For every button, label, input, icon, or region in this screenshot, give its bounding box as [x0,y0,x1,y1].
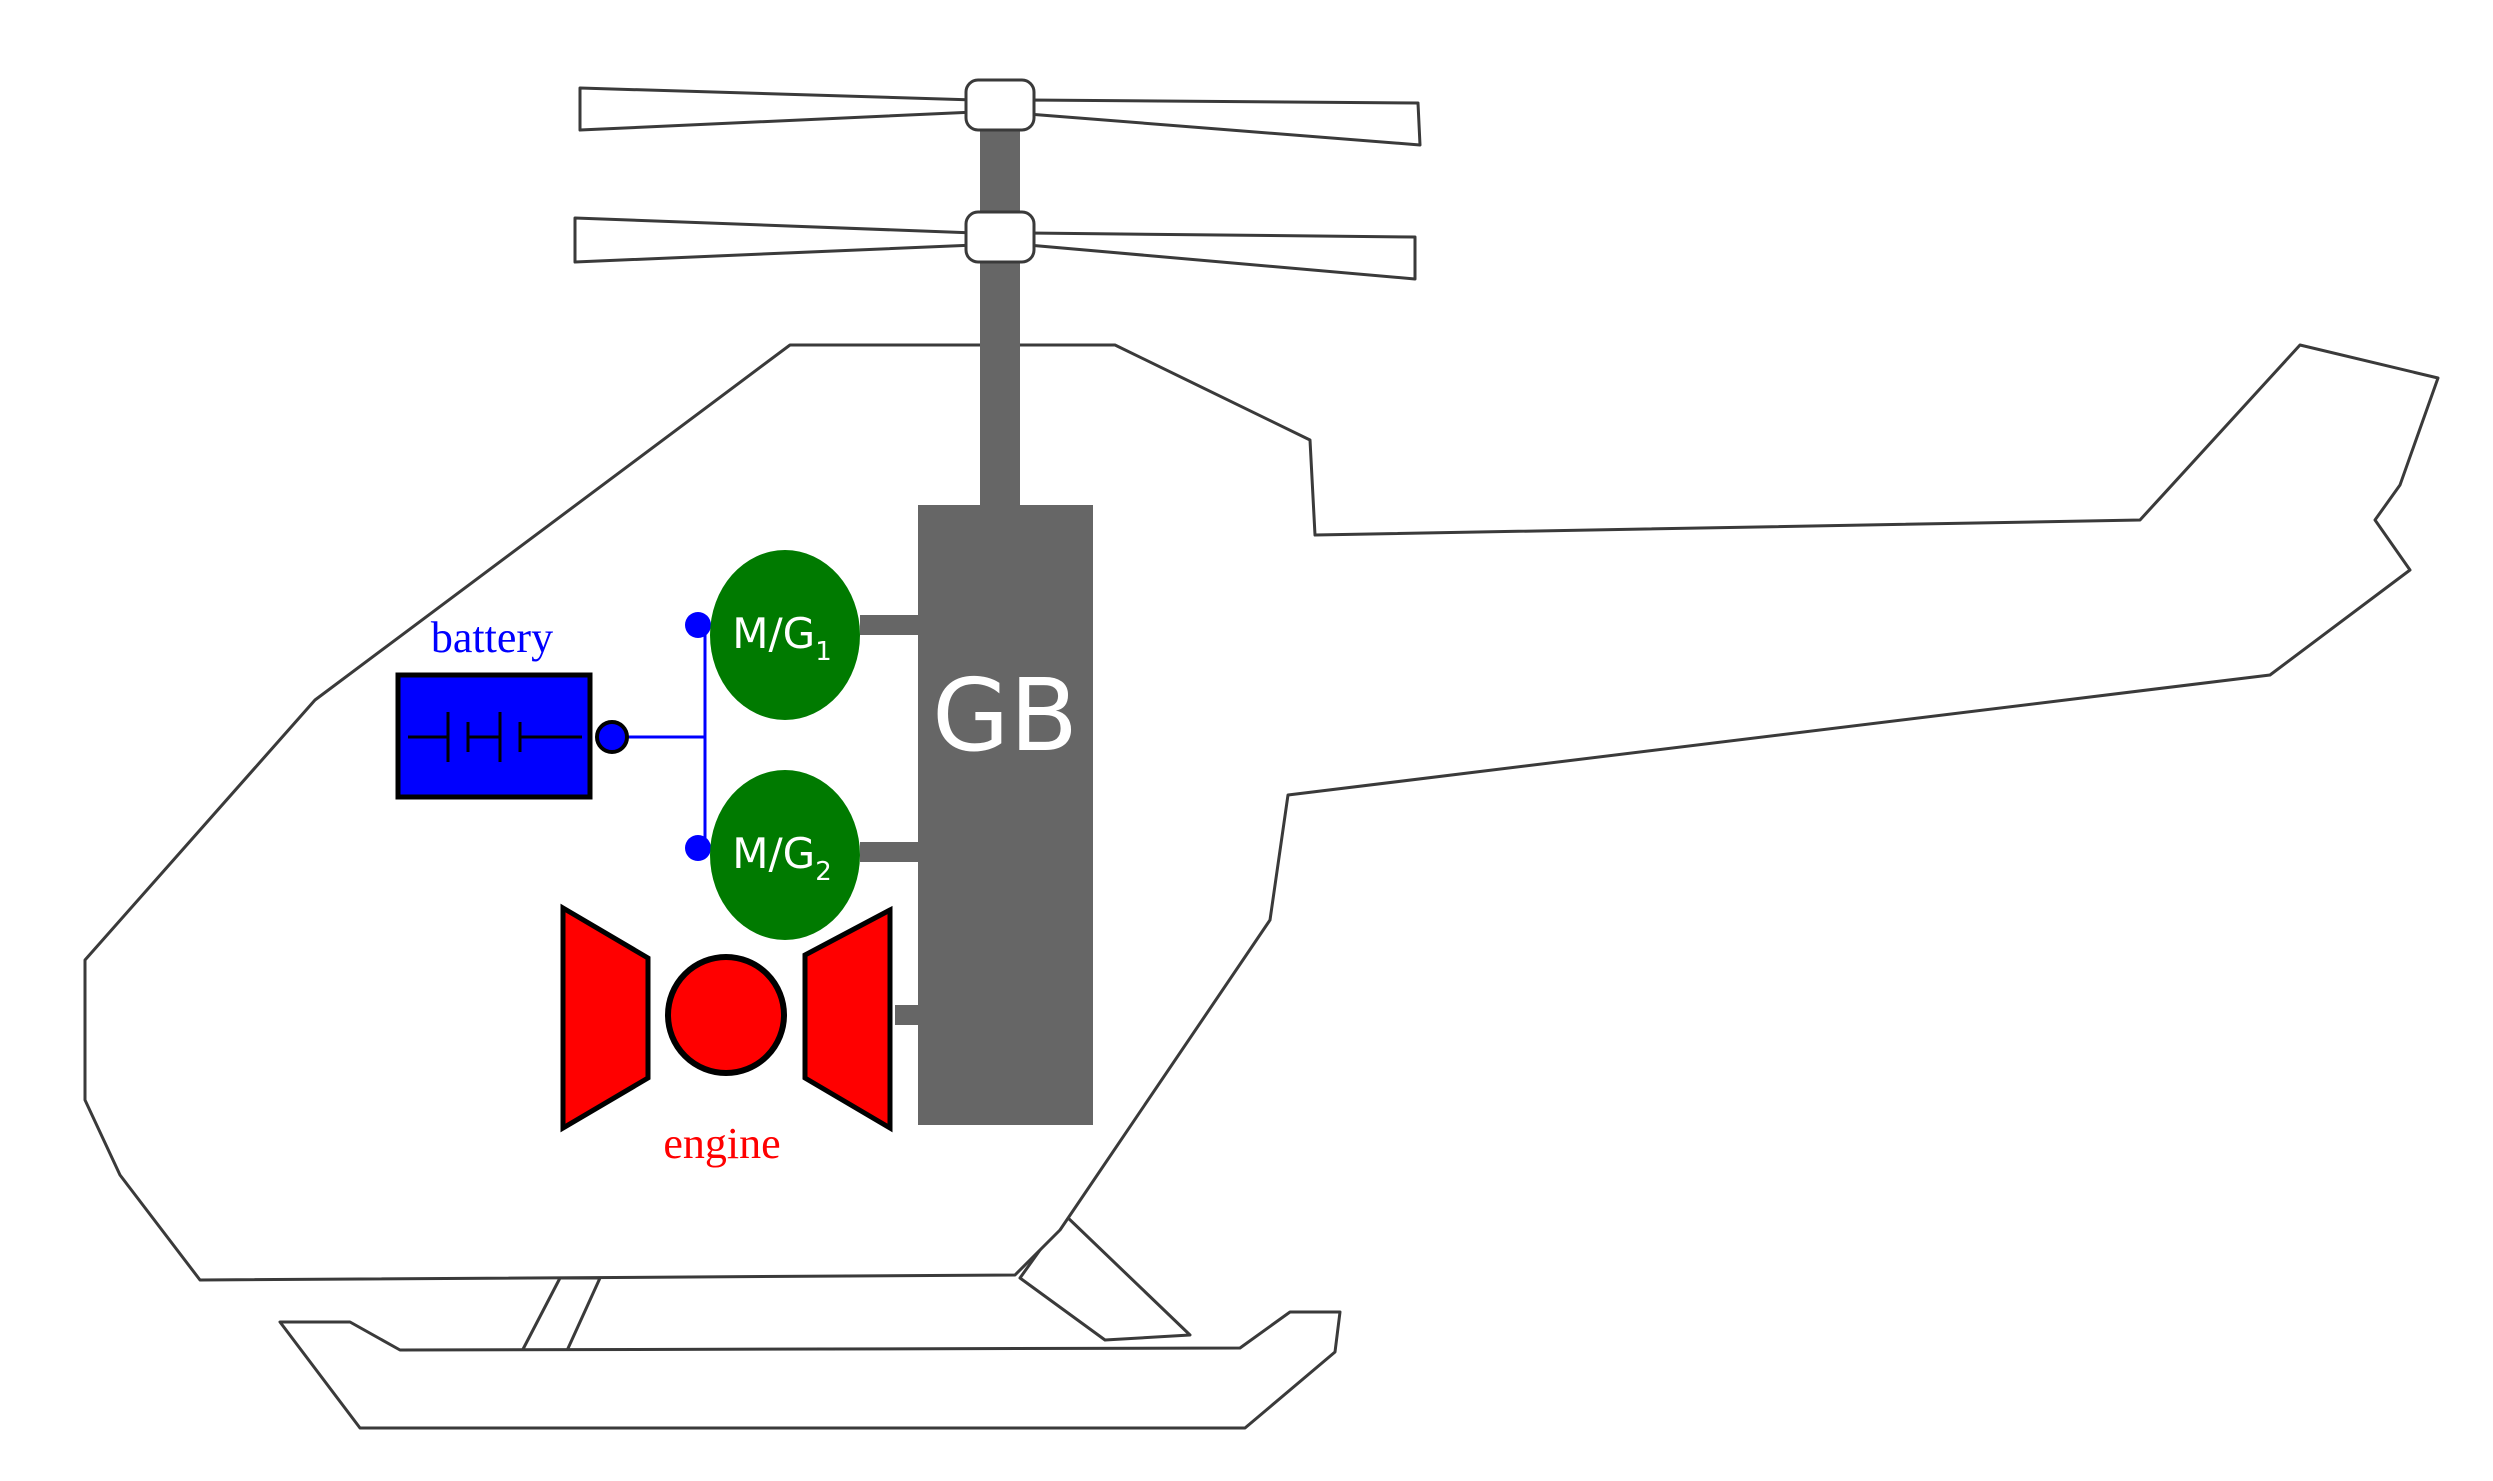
mg1-shaft [860,615,920,635]
mg2-body [710,770,860,940]
upper-rotor-blade-left [578,86,977,132]
upper-rotor [578,78,1422,147]
mg1-body [710,550,860,720]
engine-turbine [802,905,893,1133]
upper-rotor-blade-right [1026,98,1422,147]
mg2-label: M/G2 [732,829,831,887]
battery: battery [395,613,629,800]
engine-shaft [895,1005,920,1025]
rotor-mast [980,95,1020,515]
battery-terminal [595,720,629,754]
mg1-label: M/G1 [732,609,831,667]
fuselage-outline [83,343,2440,1282]
battery-label: battery [431,613,553,662]
lower-rotor [573,210,1417,281]
engine-combustor [665,954,787,1076]
motor-generator-1: M/G1 [710,550,860,720]
gearbox-block [918,505,1093,1125]
skid-rail [278,1310,1342,1430]
lower-rotor-blade-left [573,216,977,264]
gearbox-label: GB [932,657,1078,774]
skid-front-strut [518,1276,602,1357]
mg2-terminal [685,835,711,861]
engine-label: engine [663,1119,780,1168]
mg2-shaft [860,842,920,862]
mg1-terminal [685,612,711,638]
lower-rotor-hub [964,210,1036,264]
upper-rotor-hub [964,78,1036,132]
gearbox: GB [918,505,1093,1125]
landing-skids [278,1213,1342,1430]
engine-compressor [560,903,651,1133]
engine: engine [560,903,893,1168]
battery-symbol [408,712,582,762]
lower-rotor-blade-right [1026,231,1417,281]
motor-generator-2: M/G2 [710,770,860,940]
